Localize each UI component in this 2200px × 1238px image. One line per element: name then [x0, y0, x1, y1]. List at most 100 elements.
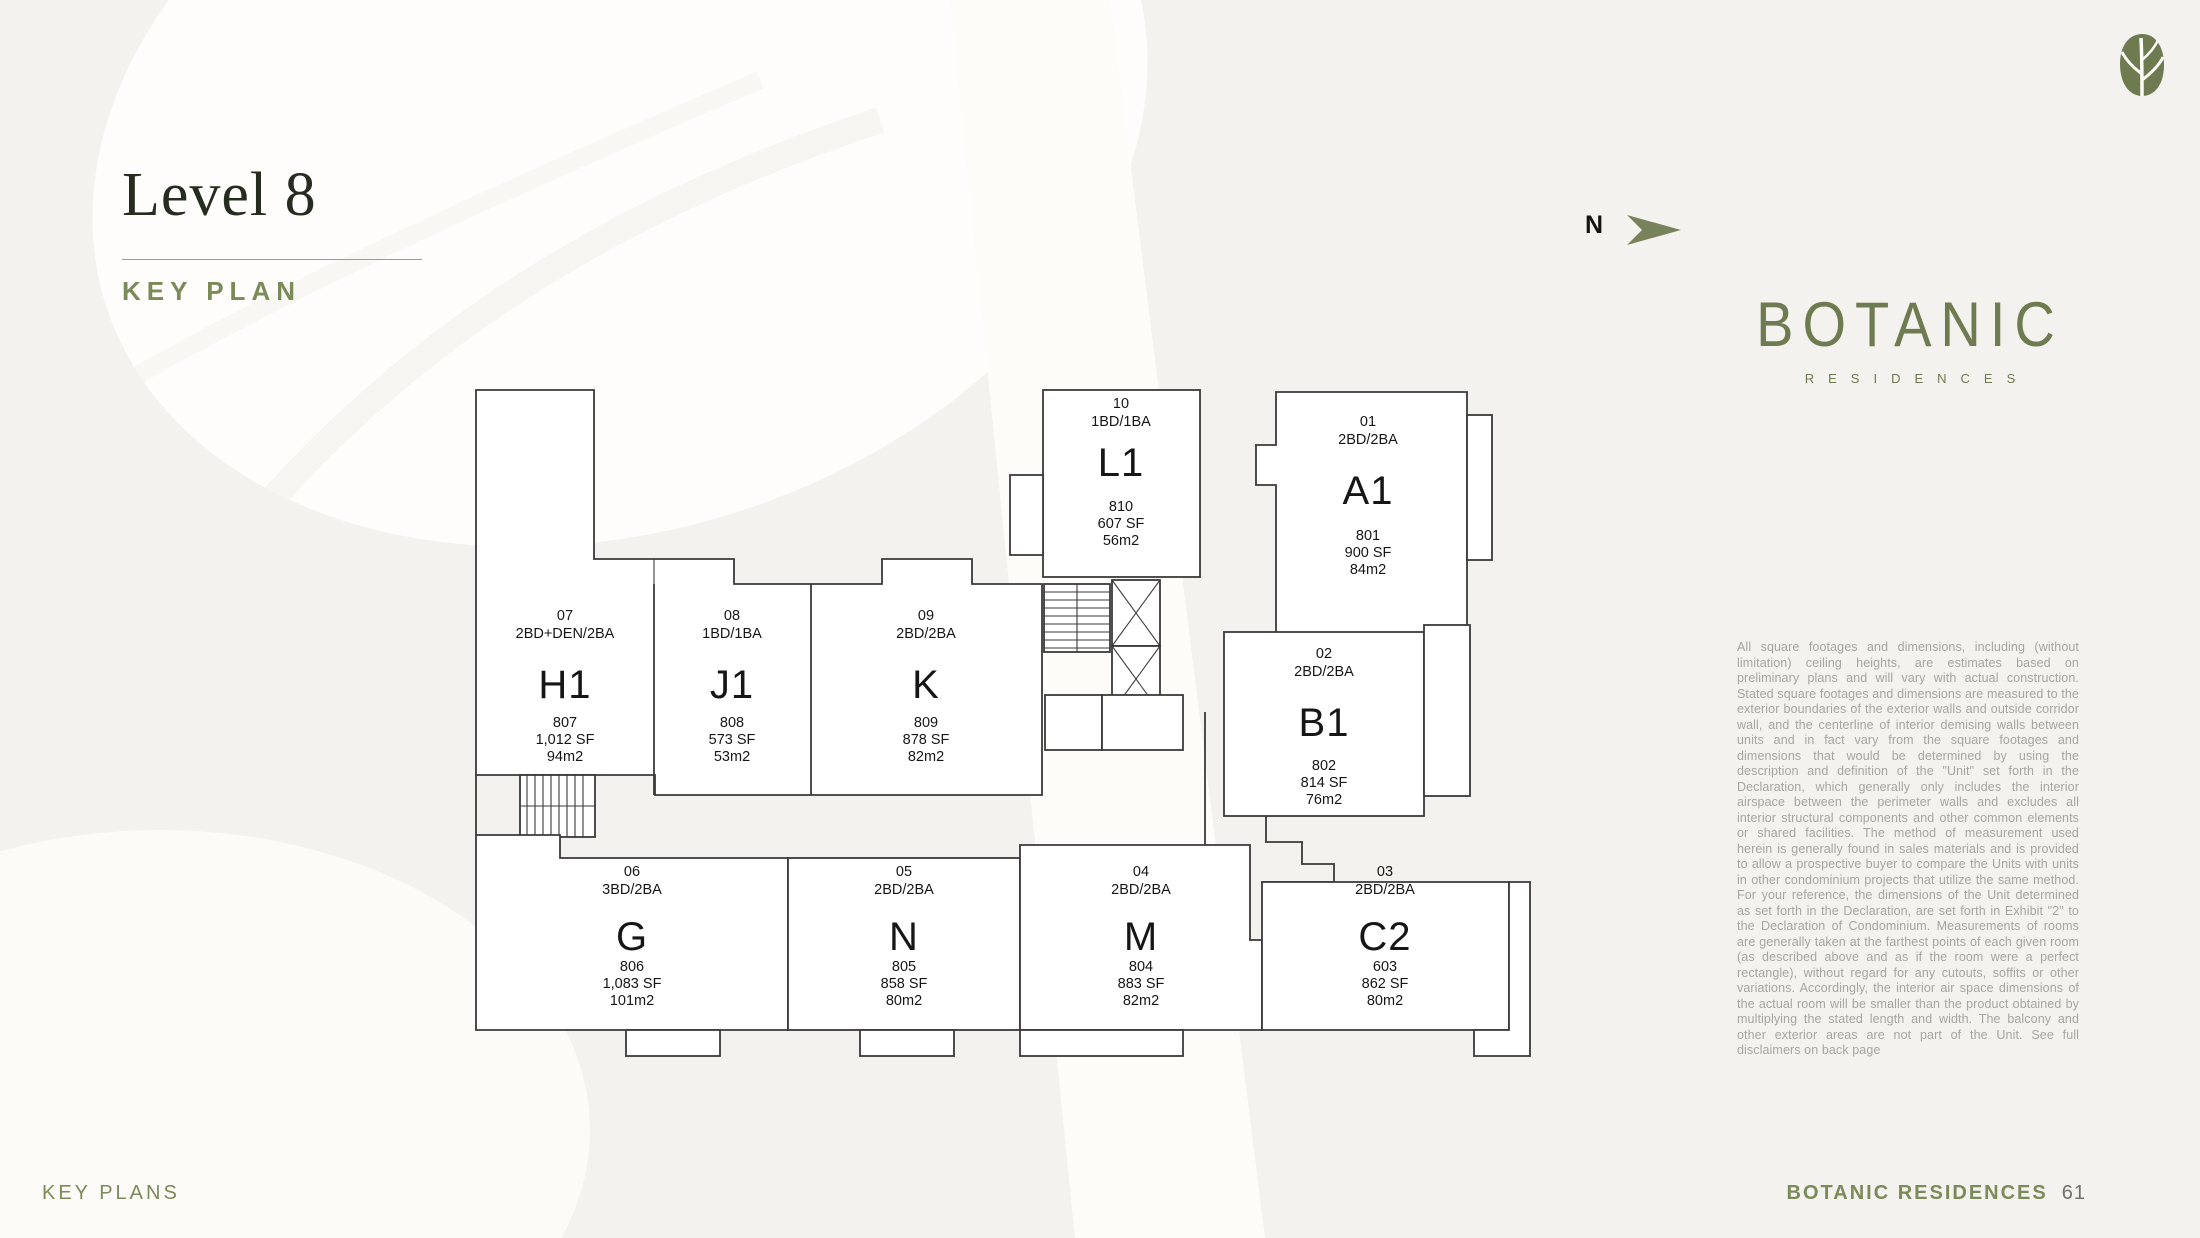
unit-number: 603: [1373, 959, 1397, 975]
unit-type: 2BD/2BA: [874, 882, 934, 898]
unit-07-labels: 07 2BD+DEN/2BA H1 807 1,012 SF 94m2: [516, 608, 615, 765]
unit-id: 03: [1377, 864, 1393, 880]
unit-area-sf: 900 SF: [1345, 545, 1392, 561]
unit-plan: L1: [1098, 441, 1145, 485]
unit-10-labels: 10 1BD/1BA L1 810 607 SF 56m2: [1091, 396, 1151, 549]
unit-id: 09: [918, 608, 934, 624]
unit-area-sf: 1,012 SF: [536, 732, 595, 748]
unit-area-sf: 607 SF: [1098, 516, 1145, 532]
unit-area-m2: 82m2: [908, 749, 944, 765]
north-label: N: [1585, 211, 1604, 239]
unit-01-labels: 01 2BD/2BA A1 801 900 SF 84m2: [1338, 414, 1398, 578]
unit-id: 02: [1316, 646, 1332, 662]
unit-plan: K: [912, 663, 940, 707]
unit-id: 06: [624, 864, 640, 880]
unit-area-sf: 814 SF: [1301, 775, 1348, 791]
unit-id: 01: [1360, 414, 1376, 430]
unit-number: 810: [1109, 499, 1133, 515]
balcony-b1: [1423, 624, 1471, 797]
unit-type: 2BD/2BA: [1338, 432, 1398, 448]
brand-tagline: RESIDENCES: [1804, 371, 2030, 386]
north-indicator: N: [1575, 205, 1715, 255]
unit-type: 2BD/2BA: [896, 626, 956, 642]
balcony-a1: [1466, 414, 1493, 561]
unit-area-sf: 573 SF: [709, 732, 756, 748]
unit-area-sf: 883 SF: [1118, 976, 1165, 992]
unit-area-m2: 82m2: [1123, 993, 1159, 1009]
unit-plan: G: [616, 915, 648, 959]
unit-number: 807: [553, 715, 577, 731]
unit-09-labels: 09 2BD/2BA K 809 878 SF 82m2: [896, 608, 956, 765]
brand-logo: BOTANIC RESIDENCES: [1725, 288, 2095, 386]
title-block: Level 8 KEY PLAN: [122, 160, 542, 307]
unit-plan: B1: [1299, 701, 1350, 745]
balcony-n: [859, 1029, 955, 1057]
unit-area-sf: 878 SF: [903, 732, 950, 748]
unit-id: 05: [896, 864, 912, 880]
unit-area-sf: 858 SF: [881, 976, 928, 992]
unit-type: 1BD/1BA: [702, 626, 762, 642]
unit-type: 1BD/1BA: [1091, 414, 1151, 430]
unit-plan: N: [889, 915, 919, 959]
unit-03-labels: 03 2BD/2BA C2 603 862 SF 80m2: [1355, 864, 1415, 1009]
stairs-west: [519, 774, 596, 838]
unit-type: 3BD/2BA: [602, 882, 662, 898]
unit-block-h1-j1-k: [475, 389, 1043, 796]
unit-plan: M: [1124, 915, 1158, 959]
balcony-m: [1019, 1029, 1184, 1057]
unit-area-m2: 80m2: [886, 993, 922, 1009]
footer-page-number: 61: [2061, 1182, 2086, 1204]
unit-type: 2BD/2BA: [1355, 882, 1415, 898]
unit-block-b1: [1223, 631, 1425, 817]
page-subtitle: KEY PLAN: [122, 276, 301, 306]
unit-area-m2: 76m2: [1306, 792, 1342, 808]
unit-area-sf: 862 SF: [1362, 976, 1409, 992]
unit-02-labels: 02 2BD/2BA B1 802 814 SF 76m2: [1294, 646, 1354, 808]
unit-number: 804: [1129, 959, 1153, 975]
title-divider: [122, 259, 422, 260]
unit-type: 2BD/2BA: [1111, 882, 1171, 898]
unit-number: 806: [620, 959, 644, 975]
unit-area-m2: 94m2: [547, 749, 583, 765]
unit-block-l1: [1042, 389, 1201, 578]
unit-id: 04: [1133, 864, 1149, 880]
unit-type: 2BD/2BA: [1294, 664, 1354, 680]
unit-08-labels: 08 1BD/1BA J1 808 573 SF 53m2: [702, 608, 762, 765]
unit-type: 2BD+DEN/2BA: [516, 626, 615, 642]
unit-id: 10: [1113, 396, 1129, 412]
unit-id: 08: [724, 608, 740, 624]
unit-05-labels: 05 2BD/2BA N 805 858 SF 80m2: [874, 864, 934, 1009]
unit-area-m2: 84m2: [1350, 562, 1386, 578]
disclaimer-text: All square footages and dimensions, incl…: [1737, 640, 2079, 1057]
page-title: Level 8: [122, 161, 317, 229]
footer-section-label: KEY PLANS: [42, 1182, 180, 1204]
unit-06-labels: 06 3BD/2BA G 806 1,083 SF 101m2: [602, 864, 662, 1009]
floor-plan: 07 2BD+DEN/2BA H1 807 1,012 SF 94m2 08 1…: [475, 389, 1531, 1057]
north-arrow-icon: [1627, 215, 1681, 245]
leaf-icon: [2120, 33, 2165, 97]
balcony-l1: [1009, 474, 1044, 556]
brand-wordmark: BOTANIC: [1756, 289, 2064, 360]
unit-number: 805: [892, 959, 916, 975]
unit-area-sf: 1,083 SF: [603, 976, 662, 992]
footer-brand: BOTANIC RESIDENCES: [1786, 1182, 2048, 1204]
unit-number: 802: [1312, 758, 1336, 774]
footer-right: BOTANIC RESIDENCES 61: [1787, 1182, 2086, 1205]
unit-area-m2: 80m2: [1367, 993, 1403, 1009]
unit-number: 801: [1356, 528, 1380, 544]
unit-plan: C2: [1358, 915, 1411, 959]
unit-area-m2: 101m2: [610, 993, 654, 1009]
unit-number: 809: [914, 715, 938, 731]
unit-number: 808: [720, 715, 744, 731]
balcony-g: [625, 1029, 721, 1057]
balcony-c2: [1473, 881, 1531, 1057]
corridor-steps: [1262, 816, 1335, 883]
unit-plan: A1: [1343, 469, 1394, 513]
service-room: [1044, 694, 1103, 751]
stairs-core: [1043, 583, 1111, 653]
unit-area-m2: 53m2: [714, 749, 750, 765]
unit-area-m2: 56m2: [1103, 533, 1139, 549]
unit-04-labels: 04 2BD/2BA M 804 883 SF 82m2: [1111, 864, 1171, 1009]
elevator-shafts: [1111, 579, 1161, 713]
